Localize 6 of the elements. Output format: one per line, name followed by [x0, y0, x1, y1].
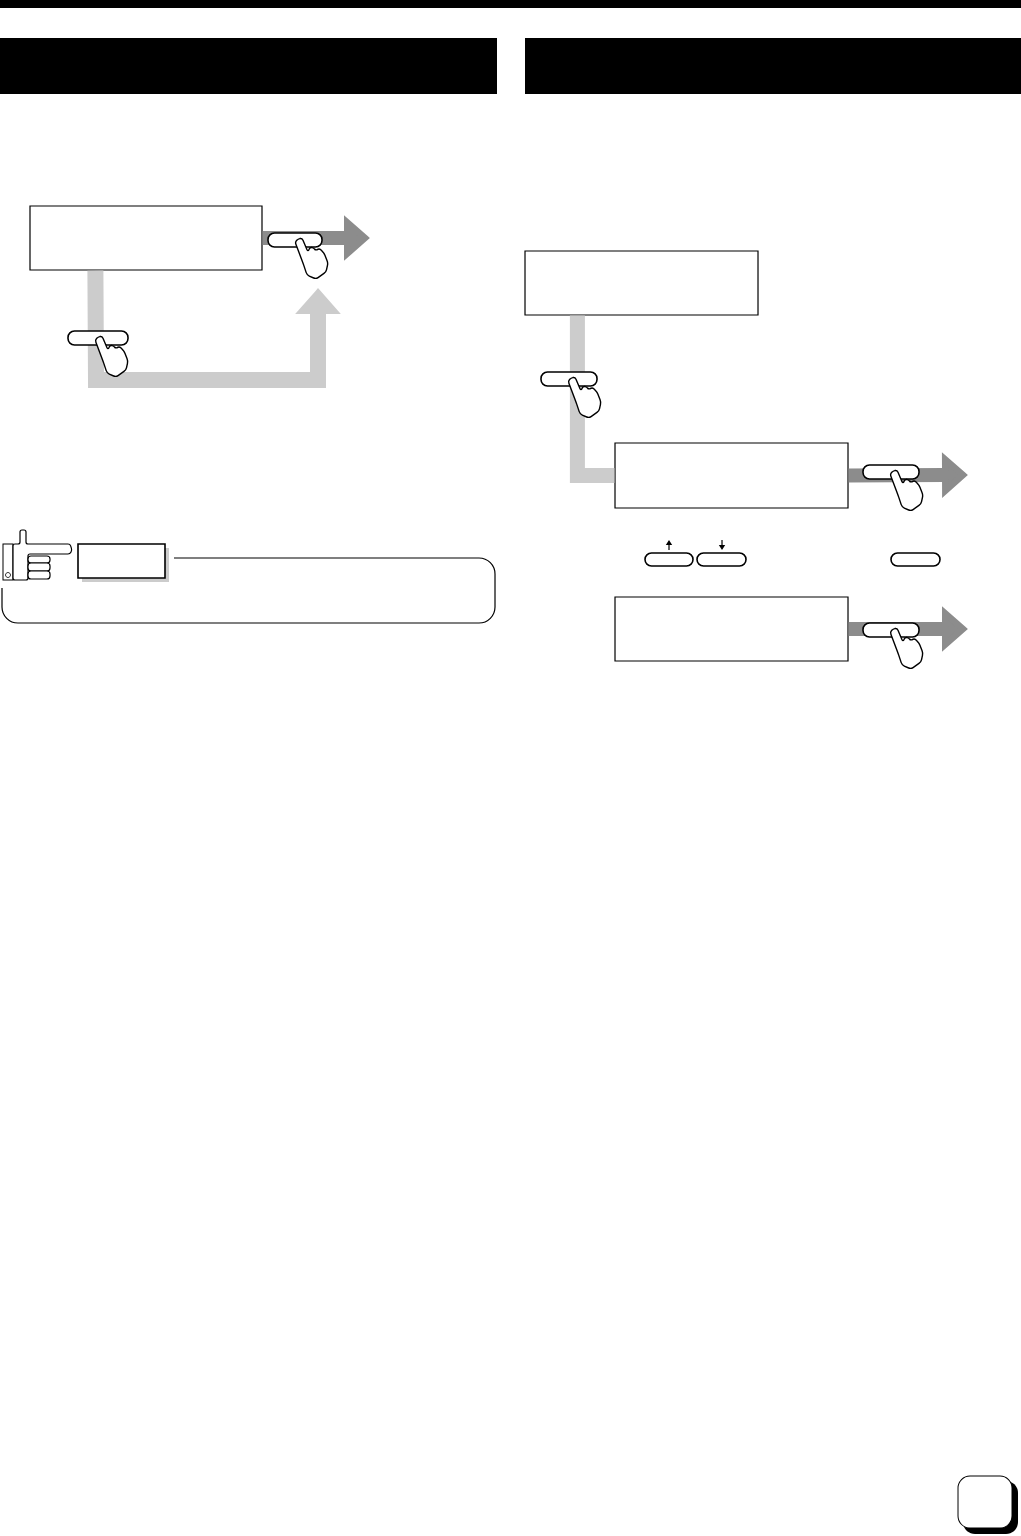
display-box: [614, 442, 849, 509]
display-box: [524, 250, 759, 316]
heading-bar: [525, 38, 1021, 94]
display-box: [29, 205, 263, 271]
display-box: [614, 596, 849, 662]
heading-bar: [0, 38, 497, 94]
